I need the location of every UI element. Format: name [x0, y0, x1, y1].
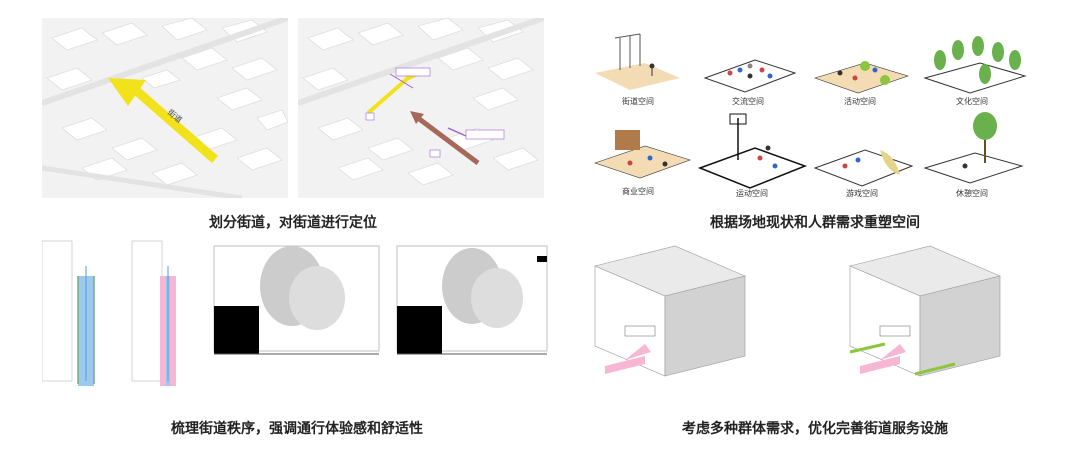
caption-q1: 划分街道，对街道进行定位 [209, 215, 377, 231]
sport-space-tile [697, 113, 808, 189]
rest-space-tile [923, 112, 1024, 184]
space-label-communication: 交流空间 [732, 97, 764, 106]
space-types-illustration [594, 33, 1027, 189]
space-types-grid: 街道空间 交流空间 活动空间 文化空间 商业空间 运动空间 游戏空间 休憩空间 [590, 18, 1040, 208]
activity-space-tile [814, 61, 909, 94]
communication-space-tile [703, 59, 797, 93]
space-label-play: 游戏空间 [846, 189, 878, 198]
space-label-activity: 活动空间 [844, 97, 876, 106]
caption-q3: 梳理街道秩序，强调通行体验感和舒适性 [171, 421, 423, 437]
building-panel [585, 236, 1045, 396]
map-panel-left: 街道 [42, 18, 288, 198]
street-section-panel [41, 236, 552, 386]
building-illustration [594, 245, 1001, 377]
space-label-culture: 文化空间 [956, 97, 988, 106]
space-label-rest: 休憩空间 [956, 189, 988, 198]
street-section-illustration [41, 240, 548, 386]
space-label-street: 街道空间 [622, 97, 654, 106]
map-illustration-1: 街道 [42, 18, 288, 198]
caption-q2: 根据场地现状和人群需求重塑空间 [710, 215, 920, 231]
map-illustration-2 [298, 18, 544, 186]
caption-q4: 考虑多种群体需求，优化完善街道服务设施 [682, 421, 948, 437]
culture-space-tile [923, 36, 1027, 94]
space-label-commerce: 商业空间 [622, 187, 654, 196]
commerce-space-tile [594, 130, 691, 179]
space-label-sport: 运动空间 [736, 189, 768, 198]
street-space-tile [595, 33, 680, 90]
play-space-tile [813, 149, 914, 187]
map-panel-right [298, 18, 544, 198]
